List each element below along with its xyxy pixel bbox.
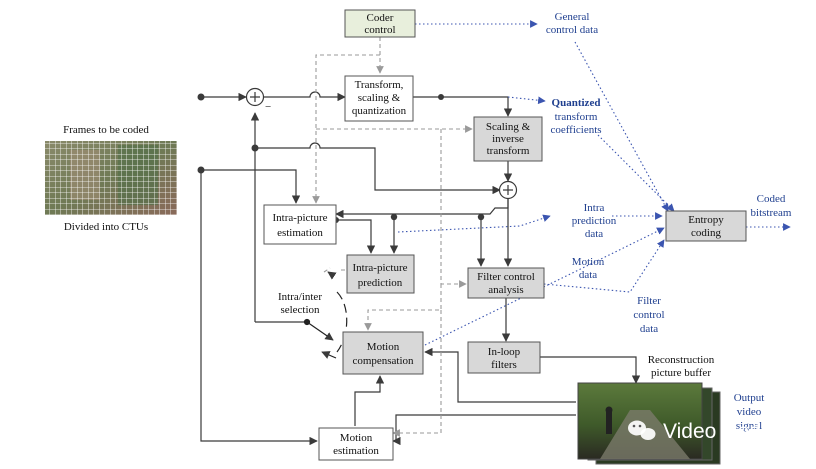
motion-data-label-1: Motion <box>572 256 605 268</box>
svg-text:estimation: estimation <box>333 445 379 457</box>
quantized-coeff-dotted <box>507 96 546 105</box>
buffer-to-me-line <box>392 414 576 446</box>
output-video-label-1: Output <box>734 392 765 404</box>
svg-text:inverse: inverse <box>492 133 524 145</box>
entropy-coding-block: Entropy coding <box>665 210 747 242</box>
intra-prediction-block: Intra-picture prediction <box>346 254 415 294</box>
quantized-to-entropy-dotted <box>597 134 675 212</box>
control-to-mc-dash <box>364 284 442 331</box>
scaling-inverse-block: Scaling & inverse transform <box>473 116 543 162</box>
adder-to-intra-line <box>335 199 509 219</box>
coder-control-block: Coder control <box>344 9 416 38</box>
svg-text:Motion: Motion <box>367 341 400 353</box>
prediction-to-intra-est-line <box>255 142 501 195</box>
intra-inter-label-line2: selection <box>280 304 320 316</box>
input-frame-image <box>45 141 177 215</box>
feedback-dot <box>251 144 259 152</box>
intra-data-label-3: data <box>585 228 603 240</box>
motion-compensation-block: Motion compensation <box>342 331 424 375</box>
intra-data-dotted <box>397 214 551 233</box>
recon-dot-2 <box>477 213 485 221</box>
filter-data-label-3: data <box>640 323 658 335</box>
general-control-label-2: control data <box>546 24 598 36</box>
input-dot <box>197 93 205 101</box>
reconstruction-label-2: picture buffer <box>651 367 711 379</box>
svg-text:Filter control: Filter control <box>477 271 535 283</box>
adder-node <box>498 180 518 200</box>
inloop-to-buffer-line <box>540 356 641 384</box>
svg-text:control: control <box>364 24 395 36</box>
input-branch-dot <box>197 166 205 174</box>
divided-into-ctus-label: Divided into CTUs <box>64 221 148 233</box>
inloop-filters-block: In-loop filters <box>467 341 541 374</box>
intra-inter-dash <box>323 267 347 273</box>
frames-to-be-coded-label: Frames to be coded <box>63 124 149 136</box>
quantized-label-3: coefficients <box>550 124 601 136</box>
transform-out-dot <box>438 94 444 100</box>
subtractor-node <box>245 87 265 107</box>
svg-text:filters: filters <box>491 359 517 371</box>
svg-text:Intra-picture: Intra-picture <box>273 212 328 224</box>
intra-data-label-2: prediction <box>572 215 617 227</box>
motion-data-label-2: data <box>579 269 597 281</box>
control-bus-dash <box>312 54 380 204</box>
input-to-intra-est-line <box>201 169 301 204</box>
control-to-filter-dash <box>440 129 467 288</box>
me-to-mc-line <box>354 375 385 426</box>
intra-inter-label-line1: Intra/inter <box>278 291 322 303</box>
recon-dot-1 <box>390 213 398 221</box>
coded-bitstream-label-2: bitstream <box>751 207 792 219</box>
quantized-label: Quantized <box>552 97 601 109</box>
svg-text:quantization: quantization <box>352 105 407 117</box>
svg-text:prediction: prediction <box>358 277 403 289</box>
wechat-icon <box>628 420 656 440</box>
input-to-motion-est-line <box>200 170 318 446</box>
intra-est-to-pred-line <box>336 219 376 254</box>
reconstruction-label-1: Reconstruction <box>648 354 715 366</box>
svg-text:scaling &: scaling & <box>358 92 401 104</box>
svg-text:Intra-picture: Intra-picture <box>353 262 408 274</box>
svg-text:Scaling &: Scaling & <box>486 121 531 133</box>
svg-text:coding: coding <box>691 227 721 239</box>
filter-data-dotted <box>543 239 665 293</box>
output-video-label-3: signal <box>736 420 762 432</box>
filter-control-block: Filter control analysis <box>467 267 545 299</box>
filter-data-label-1: Filter <box>637 295 661 307</box>
svg-text:estimation: estimation <box>277 227 323 239</box>
coded-bitstream-label-1: Coded <box>757 193 786 205</box>
svg-text:compensation: compensation <box>352 355 414 367</box>
svg-text:In-loop: In-loop <box>488 346 521 358</box>
control-to-me-dash <box>392 310 442 437</box>
svg-text:analysis: analysis <box>488 284 523 296</box>
motion-estimation-block: Motion estimation <box>318 427 394 461</box>
minus-sign: − <box>265 101 271 113</box>
svg-text:Coder: Coder <box>367 12 394 24</box>
svg-text:Entropy: Entropy <box>688 214 724 226</box>
general-control-label-1: General <box>555 11 590 23</box>
output-video-label-2: video <box>737 406 762 418</box>
svg-text:Transform,: Transform, <box>355 79 404 91</box>
watermark-text: Video Coding <box>663 420 789 443</box>
subtractor-to-transform-line <box>264 91 346 102</box>
intra-inter-switch <box>303 271 348 359</box>
transform-block: Transform, scaling & quantization <box>344 75 414 122</box>
quantized-label-2: transform <box>555 111 598 123</box>
intra-estimation-block: Intra-picture estimation <box>263 204 337 245</box>
transform-to-scaling-line <box>413 96 513 117</box>
filter-data-label-2: control <box>633 309 664 321</box>
general-to-entropy-dotted <box>574 41 669 212</box>
svg-text:Motion: Motion <box>340 432 373 444</box>
intra-data-label-1: Intra <box>584 202 605 214</box>
svg-text:transform: transform <box>487 145 530 157</box>
